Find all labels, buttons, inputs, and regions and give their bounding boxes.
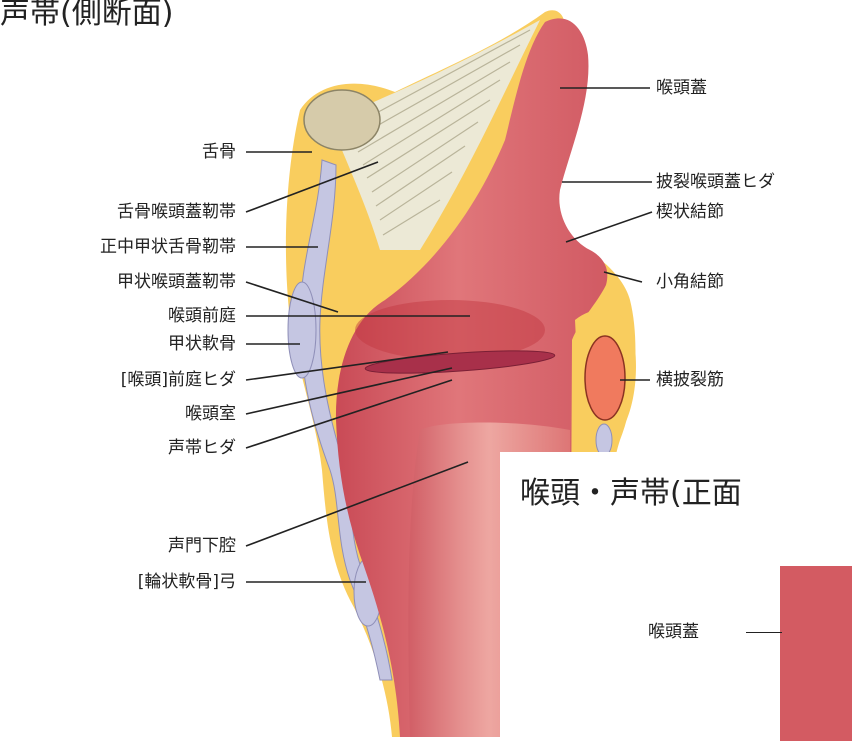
label-cuneiform-tubercle: 楔状結節 (656, 202, 724, 222)
label-aryepiglottic-fold: 披裂喉頭蓋ヒダ (656, 172, 775, 192)
inset-label-epiglottis: 喉頭蓋 (648, 622, 699, 642)
label-laryngeal-ventricle: 喉頭室 (0, 404, 236, 424)
inset-title: 喉頭・声帯(正面 (520, 468, 742, 512)
label-thyroid-cartilage: 甲状軟骨 (0, 334, 236, 354)
label-median-thyrohyoid-ligament: 正中甲状舌骨靭帯 (0, 237, 236, 257)
label-vocal-fold: 声帯ヒダ (0, 438, 236, 458)
label-corniculate-tubercle: 小角結節 (656, 272, 724, 292)
transverse-arytenoid-muscle (585, 336, 625, 420)
inset-leader-line (746, 632, 782, 633)
label-cricoid-arch: [輪状軟骨]弓 (0, 572, 236, 592)
label-hyoid: 舌骨 (0, 142, 236, 162)
label-vestibular-fold: [喉頭]前庭ヒダ (0, 370, 236, 390)
label-hyoepiglottic-ligament: 舌骨喉頭蓋靭帯 (0, 202, 236, 222)
inset-tissue (780, 566, 852, 741)
label-transverse-arytenoid: 横披裂筋 (656, 370, 724, 390)
label-infraglottic-cavity: 声門下腔 (0, 536, 236, 556)
hyoid-bone (304, 90, 380, 150)
diagram-title: 声帯(側断面) (0, 0, 173, 32)
label-thyroepiglottic-ligament: 甲状喉頭蓋靭帯 (0, 272, 236, 292)
label-laryngeal-vestibule: 喉頭前庭 (0, 306, 236, 326)
label-epiglottis: 喉頭蓋 (656, 78, 707, 98)
